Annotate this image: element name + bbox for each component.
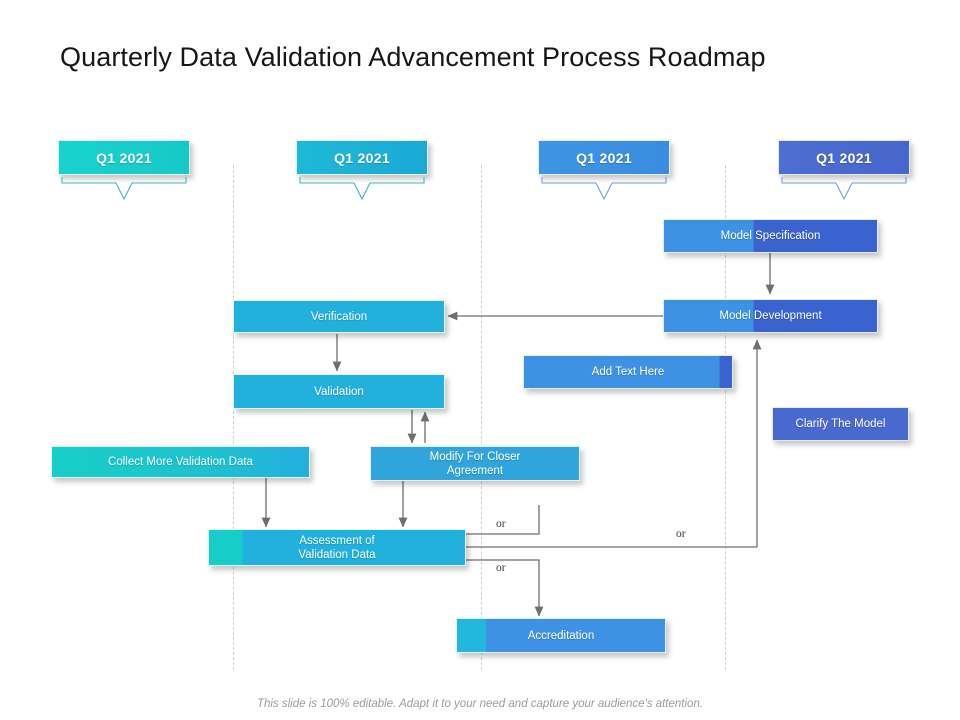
node-modify-line2: Agreement xyxy=(446,464,504,477)
node-validation[interactable]: Validation xyxy=(233,374,445,409)
lane-separator-3 xyxy=(725,165,726,670)
node-model-specification[interactable]: Model Specification xyxy=(663,219,878,253)
node-modify-for-closer-agreement[interactable]: Modify For Closer Agreement xyxy=(370,446,580,481)
lane-separator-1 xyxy=(233,165,234,670)
header-chevron-1 xyxy=(58,175,190,203)
connector-label-or-top: or xyxy=(496,518,506,530)
footer-note: This slide is 100% editable. Adapt it to… xyxy=(256,698,704,710)
header-chip-q1-3[interactable]: Q1 2021 xyxy=(538,140,670,175)
node-assessment-of-validation-data[interactable]: Assessment of Validation Data xyxy=(208,529,466,566)
node-collect-more-validation-data[interactable]: Collect More Validation Data xyxy=(51,446,310,478)
node-accreditation[interactable]: Accreditation xyxy=(456,618,666,653)
node-verification[interactable]: Verification xyxy=(233,300,445,333)
lane-separator-2 xyxy=(481,165,482,670)
header-chevron-4 xyxy=(778,175,910,203)
connector-label-or-right: or xyxy=(676,528,686,540)
header-chevron-3 xyxy=(538,175,670,203)
node-clarify-the-model[interactable]: Clarify The Model xyxy=(772,407,909,441)
node-assessment-line2: Validation Data xyxy=(298,548,376,561)
header-chip-q1-2[interactable]: Q1 2021 xyxy=(296,140,428,175)
header-chip-q1-4[interactable]: Q1 2021 xyxy=(778,140,910,175)
node-assessment-line1: Assessment of xyxy=(299,534,375,547)
header-chip-q1-1[interactable]: Q1 2021 xyxy=(58,140,190,175)
node-model-development[interactable]: Model Development xyxy=(663,299,878,333)
connector-label-or-bottom: or xyxy=(496,562,506,574)
node-modify-line1: Modify For Closer xyxy=(429,450,521,463)
page-title: Quarterly Data Validation Advancement Pr… xyxy=(60,42,766,72)
header-chevron-2 xyxy=(296,175,428,203)
node-add-text-here[interactable]: Add Text Here xyxy=(523,355,733,389)
